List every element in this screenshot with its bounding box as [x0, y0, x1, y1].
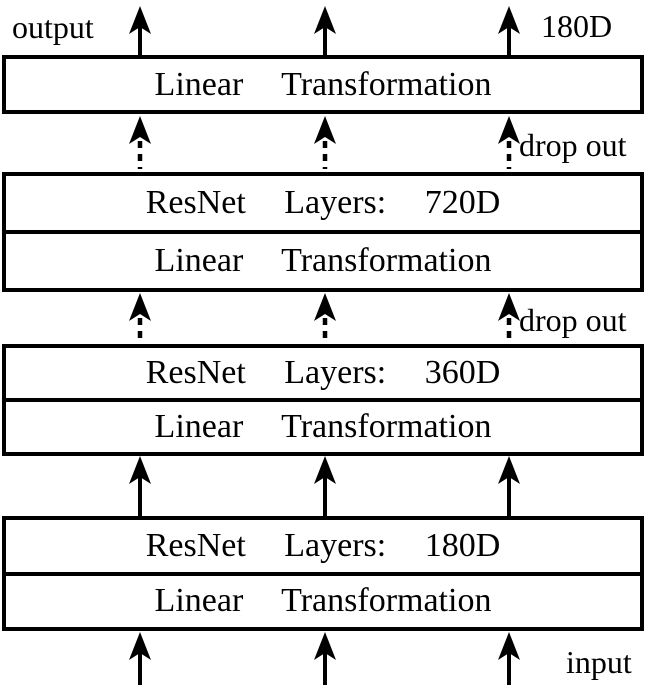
up-arrow-icon — [314, 6, 336, 55]
dashed-up-arrow-icon — [129, 293, 151, 343]
resnet-180-block: ResNet Layers: 180D Linear Transformatio… — [2, 516, 644, 631]
up-arrow-icon — [314, 456, 336, 516]
box-label: ResNet Layers: 720D — [145, 184, 501, 221]
up-arrow-icon — [498, 632, 520, 685]
linear-transformation-720-box: Linear Transformation — [6, 234, 640, 288]
linear-transformation-360-box: Linear Transformation — [6, 402, 640, 452]
box-label: Linear Transformation — [154, 242, 492, 279]
resnet-layers-360-box: ResNet Layers: 360D — [6, 348, 640, 402]
dashed-up-arrow-icon — [129, 116, 151, 169]
up-arrow-icon — [498, 6, 520, 55]
arrow-zone-middle — [0, 456, 648, 516]
up-arrow-icon — [129, 632, 151, 685]
resnet-360-block: ResNet Layers: 360D Linear Transformatio… — [2, 344, 644, 456]
output-zone: output 180D — [0, 0, 648, 55]
up-arrow-icon — [129, 6, 151, 55]
dropout-label-upper: drop out — [519, 127, 627, 163]
dashed-up-arrow-icon — [314, 116, 336, 169]
linear-transformation-output-box: Linear Transformation — [2, 55, 644, 114]
linear-transformation-180-box: Linear Transformation — [6, 576, 640, 628]
dashed-up-arrow-icon — [498, 116, 520, 169]
input-label: input — [566, 644, 632, 680]
output-dimension-label: 180D — [541, 8, 613, 44]
dropout-label-lower: drop out — [519, 302, 627, 338]
resnet-720-block: ResNet Layers: 720D Linear Transformatio… — [2, 172, 644, 292]
resnet-layers-180-box: ResNet Layers: 180D — [6, 520, 640, 576]
box-label: Linear Transformation — [154, 582, 492, 620]
dashed-up-arrow-icon — [498, 293, 520, 343]
up-arrow-icon — [498, 456, 520, 516]
up-arrow-icon — [314, 632, 336, 685]
dropout-zone-upper: drop out — [0, 114, 648, 172]
box-label: ResNet Layers: 180D — [145, 526, 501, 564]
box-label: Linear Transformation — [154, 408, 492, 445]
up-arrow-icon — [129, 456, 151, 516]
dropout-zone-lower: drop out — [0, 292, 648, 344]
resnet-layers-720-box: ResNet Layers: 720D — [6, 176, 640, 234]
box-label: ResNet Layers: 360D — [145, 354, 501, 391]
box-label: Linear Transformation — [154, 65, 492, 103]
output-label: output — [12, 9, 94, 45]
input-zone: input — [0, 631, 648, 685]
dashed-up-arrow-icon — [314, 293, 336, 343]
